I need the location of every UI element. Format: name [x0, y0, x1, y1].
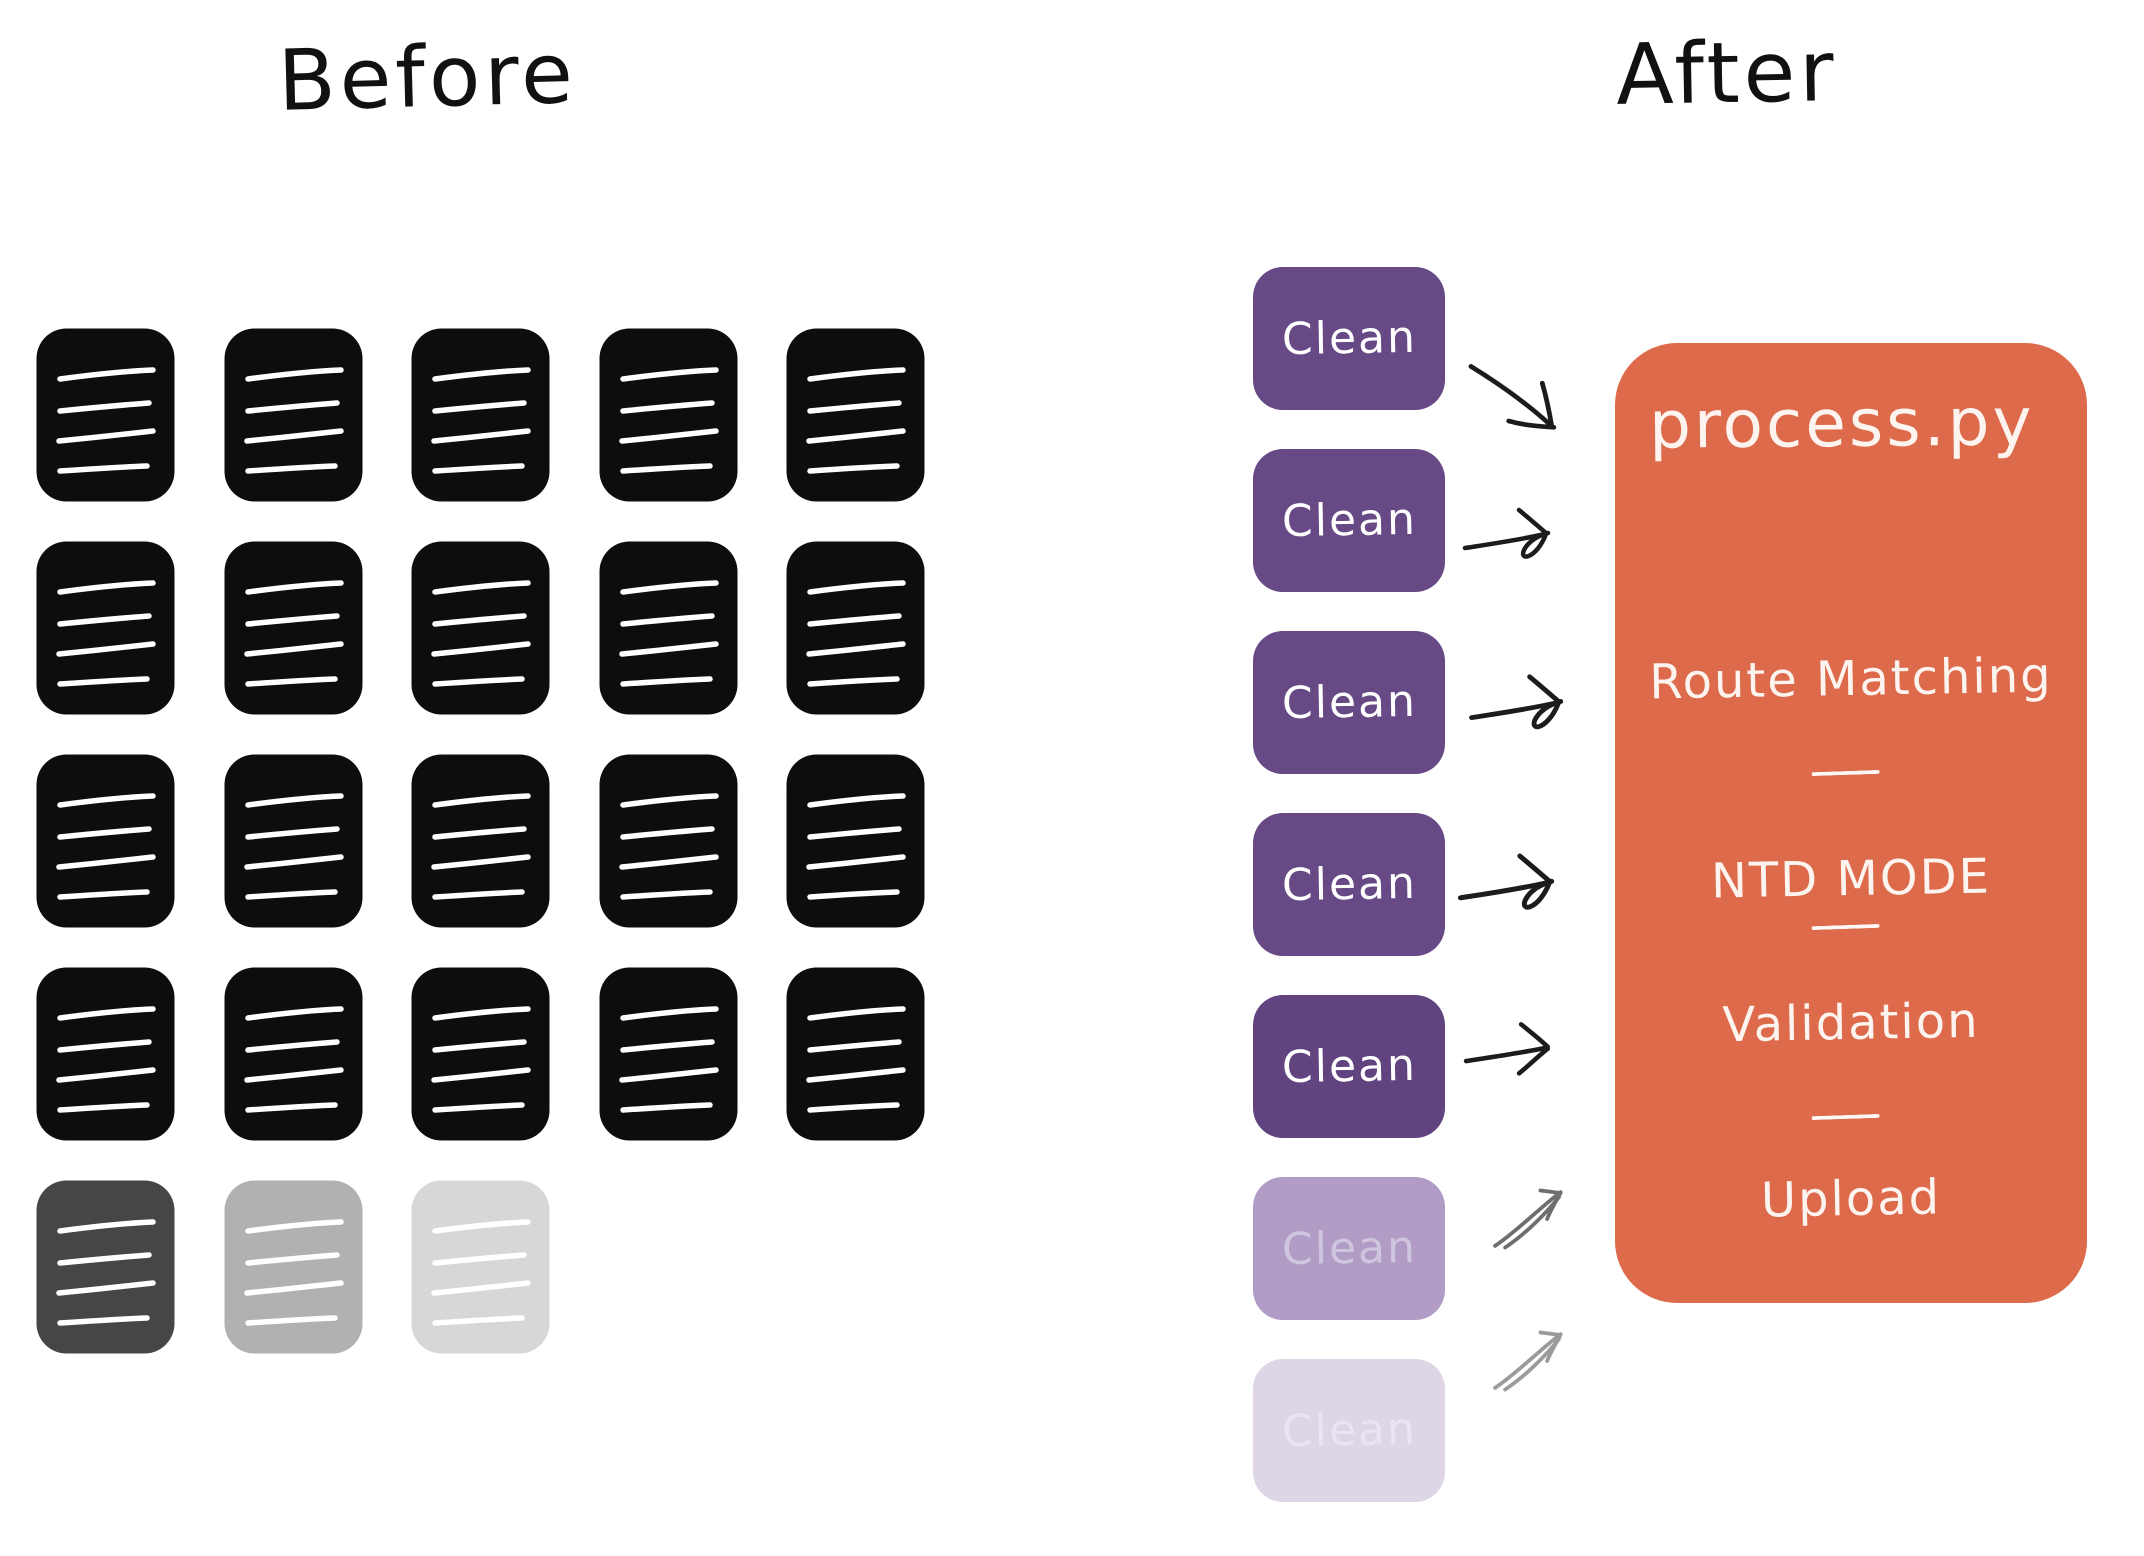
arrow-icon: [1463, 1022, 1550, 1076]
process-box-title: process.py: [1648, 383, 2035, 464]
clean-box-label: Clean: [1281, 1221, 1417, 1276]
document-icon: [36, 1180, 175, 1354]
document-icon: [224, 1180, 362, 1354]
clean-box: Clean: [1253, 813, 1445, 956]
clean-box-label: Clean: [1281, 493, 1417, 548]
document-icon: [224, 328, 362, 502]
document-icon: [786, 967, 925, 1141]
clean-box-label: Clean: [1281, 1039, 1417, 1094]
document-icon: [224, 541, 362, 715]
clean-box-label: Clean: [1281, 1403, 1417, 1458]
document-icon: [36, 754, 175, 928]
document-icon: [599, 967, 737, 1141]
clean-box: Clean: [1253, 1177, 1445, 1320]
arrow-icon: [1493, 1330, 1563, 1392]
document-icon: [411, 541, 550, 715]
after-title: After: [1615, 22, 1839, 124]
document-icon: [411, 1180, 550, 1354]
document-icon: [36, 541, 175, 715]
clean-box: Clean: [1253, 449, 1445, 592]
document-icon: [36, 328, 175, 502]
document-icon: [411, 754, 550, 928]
clean-box: Clean: [1253, 1359, 1445, 1502]
document-icon: [786, 541, 925, 715]
document-icon: [599, 328, 737, 502]
document-icon: [36, 967, 175, 1141]
step-divider: [1811, 1113, 1880, 1121]
step-divider: [1811, 923, 1880, 931]
process-step: Validation: [1722, 992, 1980, 1054]
clean-box: Clean: [1253, 631, 1445, 774]
process-step: Upload: [1760, 1169, 1942, 1229]
clean-box: Clean: [1253, 995, 1445, 1138]
clean-box-label: Clean: [1281, 857, 1417, 912]
document-icon: [786, 328, 925, 502]
arrow-icon: [1493, 1188, 1563, 1250]
document-icon: [411, 967, 550, 1141]
document-icon: [786, 754, 925, 928]
process-step: Route Matching: [1648, 647, 2054, 711]
arrow-icon: [1469, 674, 1564, 730]
clean-box-label: Clean: [1281, 675, 1417, 730]
clean-box: Clean: [1253, 267, 1445, 410]
document-icon: [599, 541, 737, 715]
before-title: Before: [276, 24, 578, 130]
clean-box-label: Clean: [1281, 311, 1417, 366]
arrow-icon: [1462, 507, 1551, 559]
document-icon: [224, 754, 362, 928]
document-icon: [599, 754, 737, 928]
document-icon: [411, 328, 550, 502]
step-divider: [1811, 769, 1880, 777]
document-icon: [224, 967, 362, 1141]
process-step: NTD MODE: [1710, 848, 1992, 910]
arrow-icon: [1457, 853, 1555, 910]
arrow-icon: [1468, 364, 1557, 430]
